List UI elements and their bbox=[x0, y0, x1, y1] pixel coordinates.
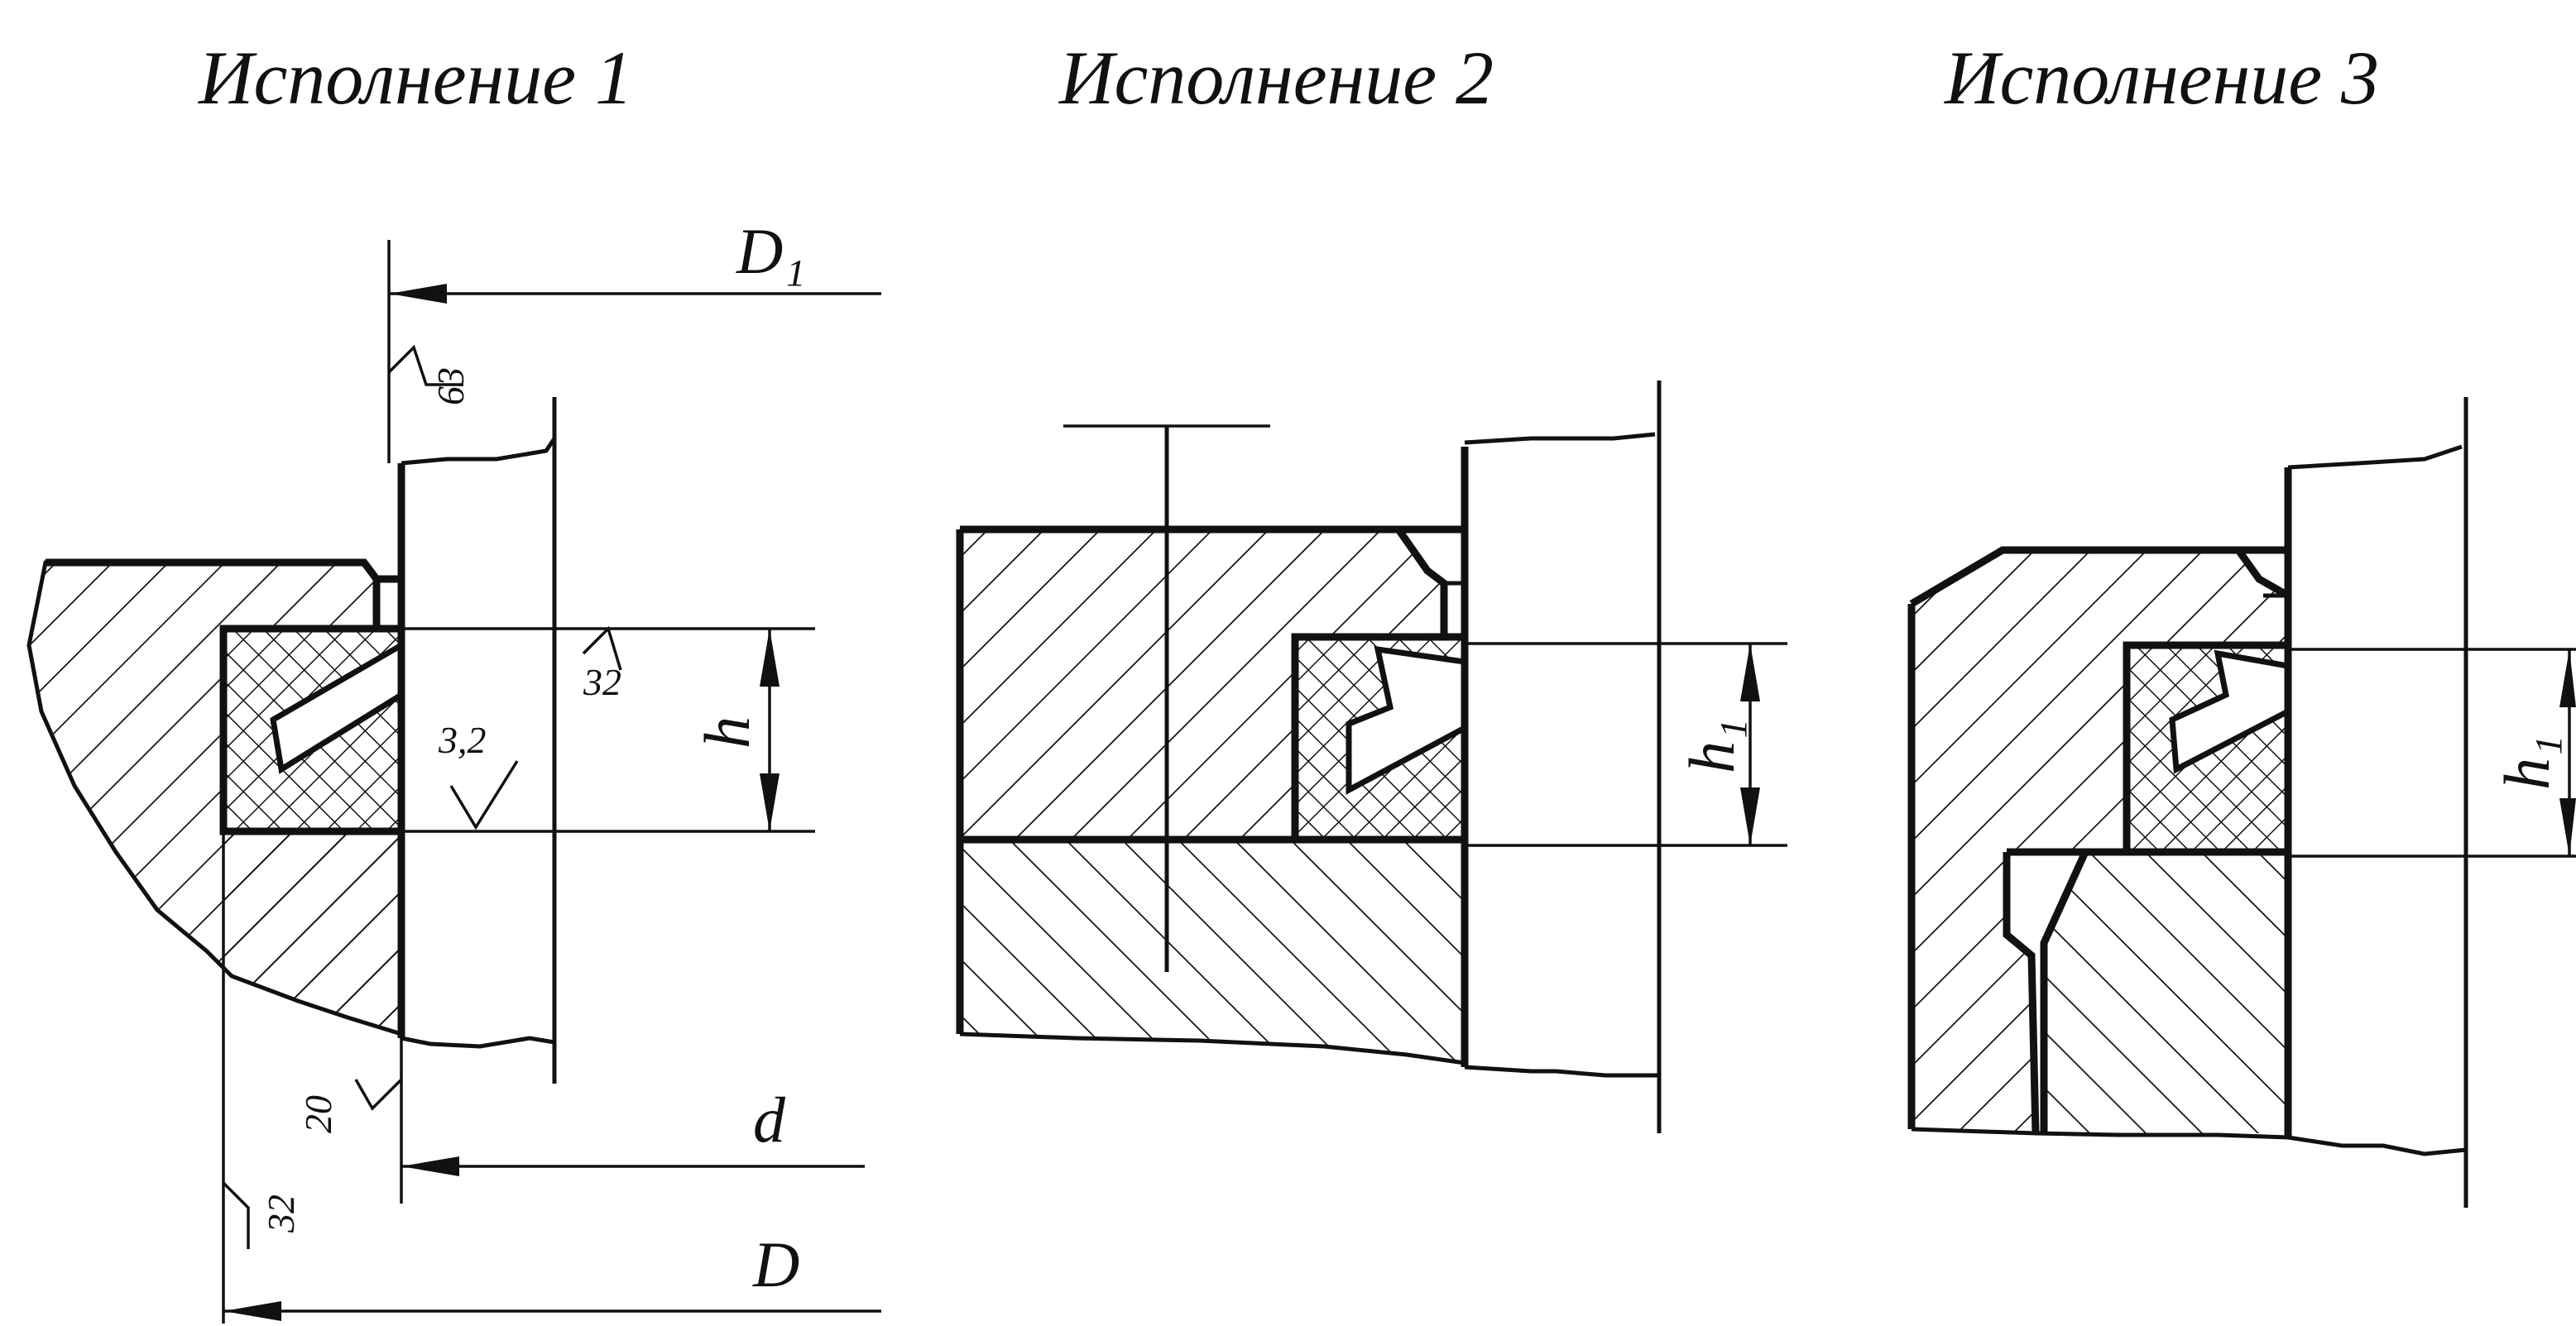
variant-1-drawing: D₁ d D h 63 32 3,2 20 32 bbox=[26, 215, 881, 1324]
dim-h-label: h bbox=[691, 716, 763, 749]
roughness-32-h: 32 bbox=[583, 661, 621, 703]
variant-2-title: Исполнение 2 bbox=[1058, 36, 1494, 120]
variant-3-drawing: h₁ bbox=[1907, 397, 2576, 1208]
dim-h1-label-2: h₁ bbox=[1676, 719, 1748, 773]
dim-h1-label-3: h₁ bbox=[2491, 735, 2563, 790]
dim-D-label: D bbox=[752, 1228, 799, 1300]
insert-ring-3 bbox=[2044, 852, 2288, 1133]
roughness-32-D: 32 bbox=[260, 1194, 302, 1233]
housing-lower bbox=[223, 831, 401, 1038]
roughness-63: 63 bbox=[429, 367, 472, 405]
variant-2-drawing: h₁ bbox=[956, 381, 1787, 1133]
variant-3-title: Исполнение 3 bbox=[1943, 36, 2379, 120]
variant-1-title: Исполнение 1 bbox=[197, 36, 633, 120]
roughness-3-2: 3,2 bbox=[438, 719, 487, 761]
roughness-20: 20 bbox=[297, 1095, 339, 1133]
dim-D1-label: D₁ bbox=[736, 215, 805, 287]
housing-3 bbox=[1912, 550, 2288, 1133]
housing-upper-2 bbox=[960, 529, 1444, 840]
dim-d-label: d bbox=[753, 1084, 786, 1156]
housing-lower-2 bbox=[960, 840, 1465, 1063]
